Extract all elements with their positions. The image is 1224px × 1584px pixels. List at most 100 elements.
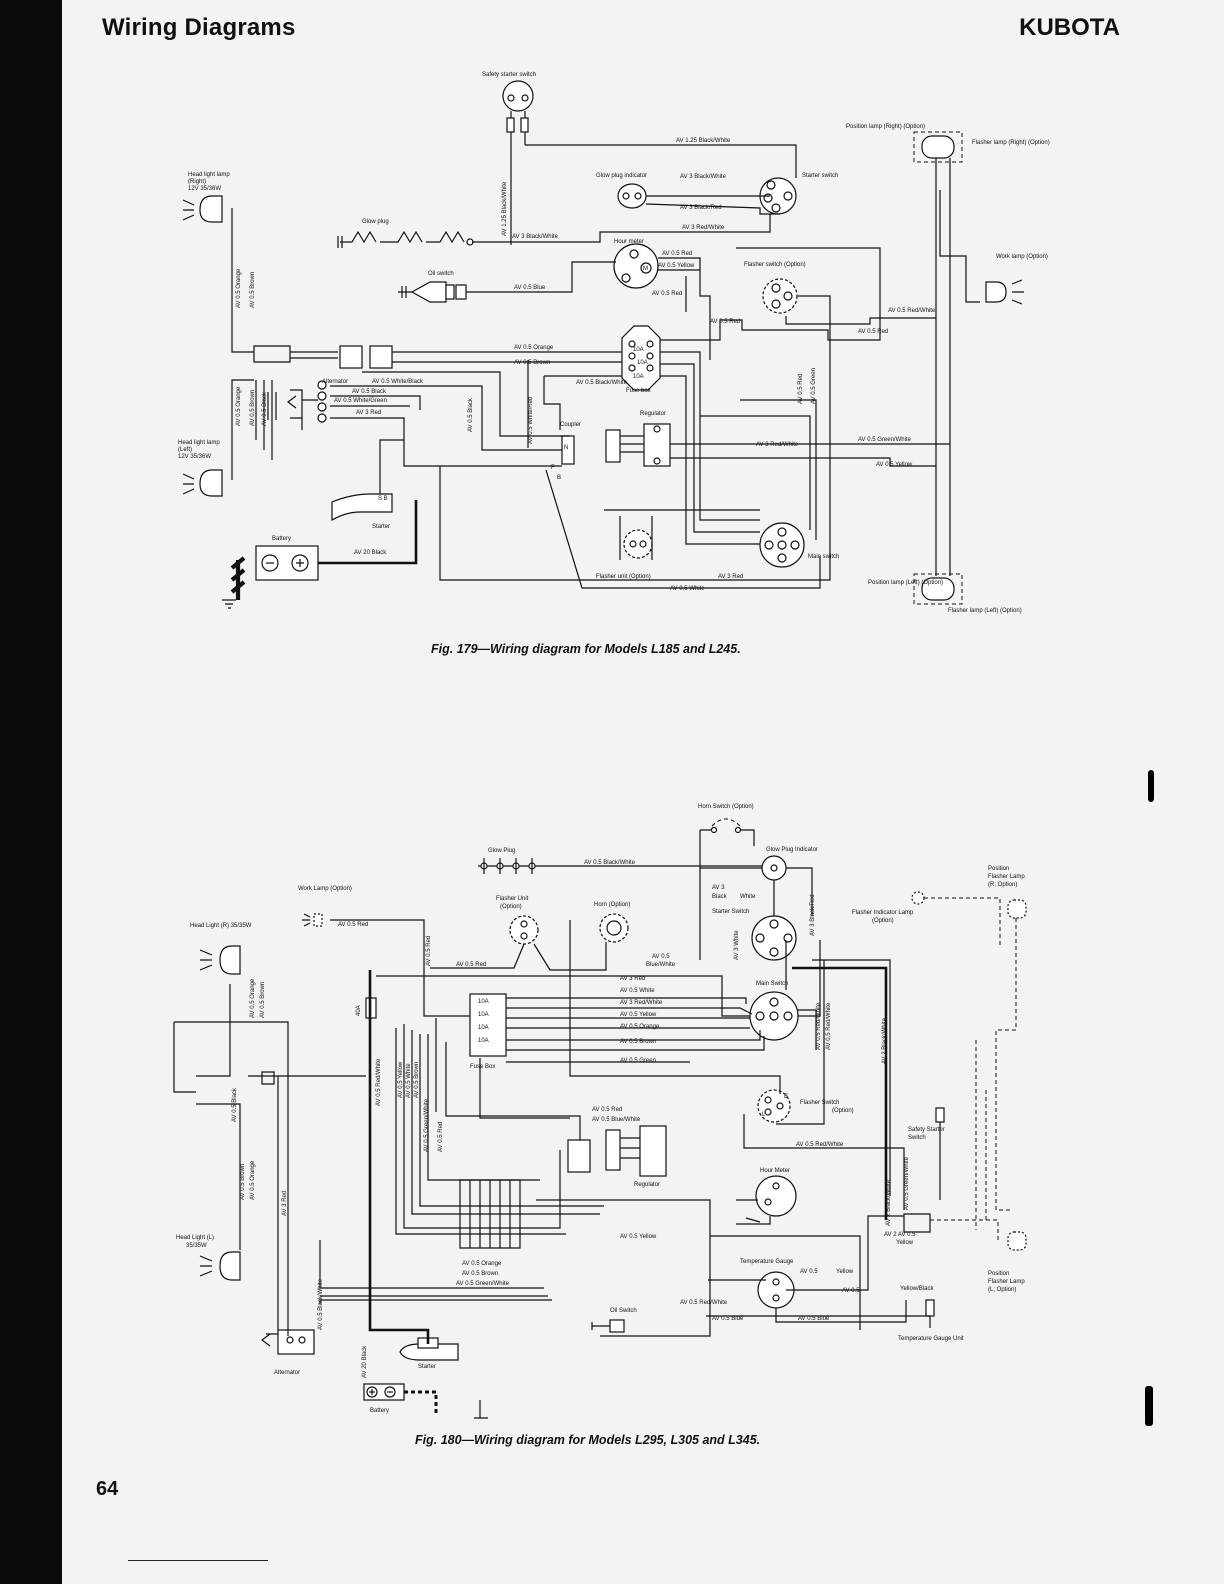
label-flasher-switch-2: (Option) [832,1108,854,1114]
main-switch [759,522,805,568]
svg-text:AV 0.5 Red: AV 0.5 Red [426,936,432,966]
svg-text:AV 3: AV 3 [712,885,725,891]
label-alternator: Alternator [274,1370,300,1376]
svg-text:AV 0.5: AV 0.5 [652,954,670,960]
svg-text:AV 0.5 Red: AV 0.5 Red [438,1122,444,1152]
svg-text:AV 3 Black/Red: AV 3 Black/Red [810,894,816,936]
svg-text:AV 0.5 White/Green: AV 0.5 White/Green [334,398,387,404]
flasher-indicator-lamp [911,891,925,905]
label-safety-starter-switch: Safety starter switch [482,72,536,78]
svg-text:AV 3 Red: AV 3 Red [620,976,645,982]
work-lamp [985,279,1024,305]
svg-text:AV 3 Red: AV 3 Red [718,574,743,580]
label-temperature-gauge-unit: Temperature Gauge Unit [898,1336,964,1342]
label-flasher-indicator-1: Flasher Indicator Lamp [852,910,914,916]
svg-text:AV 0.5 Green: AV 0.5 Green [620,1058,656,1064]
svg-text:AV 0.5 Brown: AV 0.5 Brown [620,1039,656,1045]
svg-text:AV 0.5 Green/White: AV 0.5 Green/White [424,1098,430,1152]
svg-text:AV 0.5 Orange: AV 0.5 Orange [462,1261,502,1267]
label-starter-switch: Starter switch [802,173,838,179]
fuse-box: 10A 10A 10A 10A [469,993,507,1057]
label-starter: Starter [372,524,390,530]
svg-text:AV 0.5 Brown: AV 0.5 Brown [250,390,256,426]
label-main-switch: Main Switch [756,981,788,987]
label-flasher-unit-1: Flasher Unit [496,896,529,902]
glow-plug [478,858,542,874]
label-main-switch: Main switch [808,554,839,560]
label-position-flasher-l-3: (L; Option) [988,1287,1016,1293]
svg-text:AV 3 Red/White: AV 3 Red/White [682,225,725,231]
label-temperature-gauge: Temperature Gauge [740,1259,794,1265]
svg-text:AV 3 White: AV 3 White [734,930,740,960]
svg-text:AV 3 Black/White: AV 3 Black/White [512,234,559,240]
svg-text:AV 0.5 Red/White: AV 0.5 Red/White [826,1002,832,1050]
label-horn-switch: Horn Switch (Option) [698,804,754,810]
svg-text:Blue/White: Blue/White [646,962,676,968]
page-number: 64 [96,1478,119,1500]
svg-text:10A: 10A [478,999,489,1005]
svg-text:AV 0.5 Red: AV 0.5 Red [338,922,368,928]
label-hour-meter: Hour meter [614,239,644,245]
svg-text:AV 0.5 White/Red: AV 0.5 White/Red [528,397,534,444]
svg-text:AV 0.5 Green/White: AV 0.5 Green/White [858,437,912,443]
glow-plug-indicator [617,183,647,209]
svg-text:M: M [643,266,648,272]
svg-text:AV 0.5 White: AV 0.5 White [670,586,705,592]
svg-text:AV 0.5 Brown: AV 0.5 Brown [260,982,266,1018]
svg-text:AV 3 Black/Red: AV 3 Black/Red [680,205,722,211]
binder-hole-mark [1145,1386,1153,1426]
svg-text:AV 3 Red: AV 3 Red [356,410,381,416]
label-fuse-box: Fuse box [626,388,651,394]
coupler [567,1139,591,1173]
fig179-diagram: Safety starter switch Starter switch Glo… [178,72,1050,614]
hour-meter [755,1175,797,1217]
svg-text:B: B [784,1094,788,1100]
battery [363,1383,405,1401]
svg-text:AV 0.5 Brown: AV 0.5 Brown [250,272,256,308]
label-starter-switch: Starter Switch [712,909,749,915]
label-work-lamp: Work Lamp (Option) [298,886,352,892]
svg-text:AV 0.5 Green: AV 0.5 Green [811,368,817,404]
svg-text:AV 3 Black/White: AV 3 Black/White [680,174,727,180]
page-edge [0,0,62,1584]
svg-text:AV 0.5 White: AV 0.5 White [620,988,655,994]
svg-text:AV 3 Red/White: AV 3 Red/White [756,442,799,448]
svg-text:AV 0.5 Orange: AV 0.5 Orange [250,1160,256,1200]
label-starter: Starter [418,1364,436,1370]
svg-text:AV 0.5 Blue: AV 0.5 Blue [798,1316,830,1322]
glow-plug-element [340,230,465,244]
svg-text:AV 0.5 White: AV 0.5 White [406,1063,412,1098]
label-battery: Battery [370,1408,389,1414]
svg-text:AV 0.5 Orange: AV 0.5 Orange [236,386,242,426]
safety-starter-switch [935,1107,945,1123]
svg-text:AV 0.5 Red: AV 0.5 Red [652,291,682,297]
svg-text:B: B [557,475,561,481]
label-safety-starter-2: Switch [908,1135,926,1141]
page-title: Wiring Diagrams [102,14,296,41]
label-hour-meter: Hour Meter [760,1168,790,1174]
svg-text:AV 0.5 Brown: AV 0.5 Brown [514,360,550,366]
svg-text:AV 0.5 Black: AV 0.5 Black [352,389,387,395]
svg-text:S B: S B [378,496,388,502]
label-flasher-switch: Flasher switch (Option) [744,262,806,268]
svg-text:AV 0.5 Red: AV 0.5 Red [798,374,804,404]
brand-name: KUBOTA [1019,14,1120,41]
svg-text:AV 0.5 Black: AV 0.5 Black [468,397,474,432]
position-lamp-left [913,573,963,605]
temperature-gauge-unit [925,1299,935,1328]
label-position-lamp-right: Position lamp (Right) (Option) [846,124,925,130]
battery [255,545,319,581]
svg-text:White: White [740,894,756,900]
label-oil-switch: Oil switch [428,271,454,277]
svg-text:AV 0.5 Orange: AV 0.5 Orange [250,978,256,1018]
svg-text:AV 0.5 Green/White: AV 0.5 Green/White [904,1156,910,1210]
fuse-box: 10A 10A 10A [621,325,661,391]
position-flasher-lamp-left [1007,1231,1027,1251]
safety-starter-switch [502,80,534,145]
horn-switch [700,818,755,846]
label-position-flasher-r-2: Flasher Lamp [988,874,1025,880]
svg-text:10A: 10A [478,1012,489,1018]
svg-text:AV 0.5 Black/White: AV 0.5 Black/White [576,380,628,386]
work-lamp [302,913,323,927]
svg-text:AV 0.5: AV 0.5 [842,1288,860,1294]
